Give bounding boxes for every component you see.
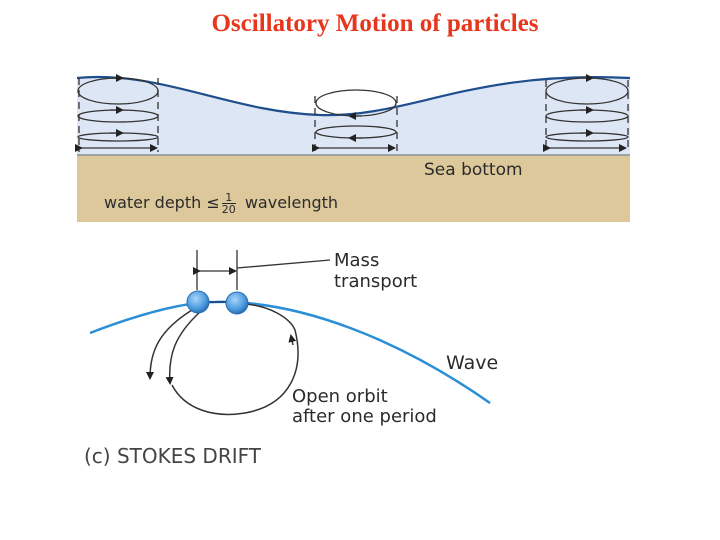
- depth-label-prefix: water depth ≤: [104, 193, 220, 212]
- open-orbit-label: Open orbit after one period: [292, 387, 437, 427]
- orbit-group-left: [75, 74, 159, 152]
- mass-transport-line1: Mass: [334, 250, 380, 271]
- wave-label: Wave: [446, 352, 499, 374]
- open-orbit-line2: after one period: [292, 406, 437, 427]
- fraction-denominator: 20: [221, 203, 236, 216]
- depth-label-suffix: wavelength: [244, 193, 339, 212]
- orbit-ellipse: [315, 89, 397, 117]
- wave-surface-line: [76, 75, 631, 117]
- figure-caption: (c) STOKES DRIFT: [84, 444, 261, 468]
- mass-transport-label: Mass transport: [334, 250, 417, 292]
- sea-bottom-label: Sea bottom: [424, 160, 523, 180]
- open-orbit-line1: Open orbit: [292, 386, 388, 407]
- particle-end: [225, 291, 249, 315]
- particle-start: [186, 290, 210, 314]
- open-orbit: [146, 303, 299, 416]
- orbit-group-middle: [312, 89, 398, 152]
- orbit-group-right: [543, 74, 629, 152]
- sea-bottom: [77, 155, 630, 222]
- mass-transport-line2: transport: [334, 271, 418, 292]
- slide-title: Oscillatory Motion of particles: [211, 10, 539, 37]
- mass-transport-marker: [193, 250, 331, 290]
- fraction-numerator: 1: [221, 192, 236, 204]
